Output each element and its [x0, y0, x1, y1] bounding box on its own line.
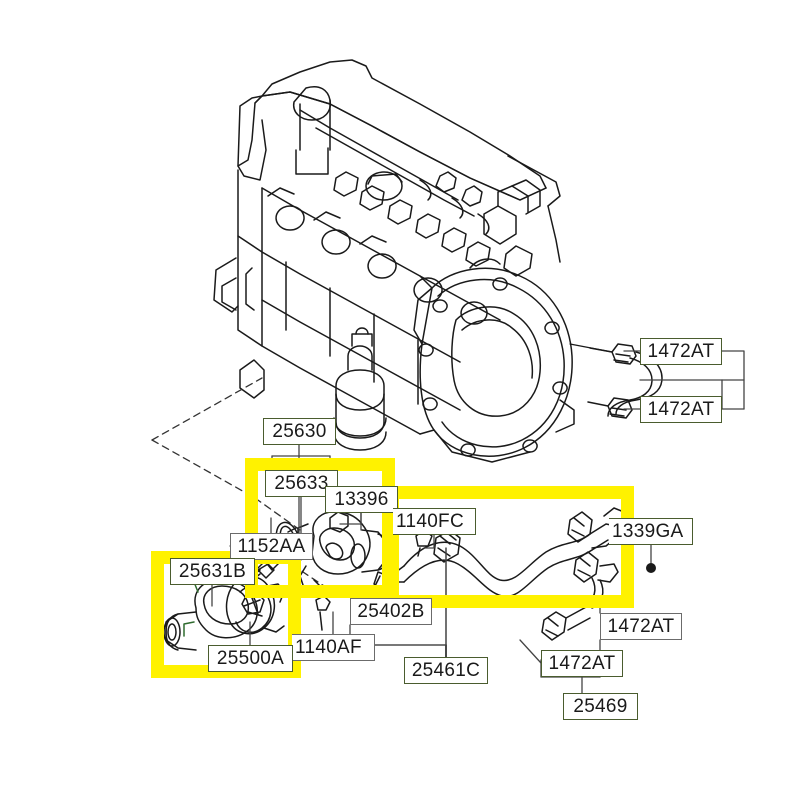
- highlight-coolant-hose: [386, 486, 634, 608]
- part-label-25633[interactable]: 25633: [265, 470, 338, 497]
- part-label-25500a[interactable]: 25500A: [208, 645, 293, 672]
- part-label-1472at-lower-b[interactable]: 1472AT: [541, 650, 623, 677]
- engine-block-drawing: [213, 59, 575, 463]
- part-label-25402b[interactable]: 25402B: [350, 598, 432, 625]
- part-label-25461c[interactable]: 25461C: [404, 657, 488, 684]
- part-label-1152aa[interactable]: 1152AA: [230, 533, 313, 560]
- part-label-25469[interactable]: 25469: [563, 693, 638, 720]
- upper-radiator-hose: [569, 343, 663, 419]
- part-label-1472at-lower-a[interactable]: 1472AT: [600, 613, 682, 640]
- part-label-1339ga[interactable]: 1339GA: [609, 518, 693, 545]
- part-label-25631b[interactable]: 25631B: [170, 558, 255, 585]
- part-label-1472at-upper-b[interactable]: 1472AT: [640, 396, 722, 423]
- part-label-1472at-upper-a[interactable]: 1472AT: [640, 338, 722, 365]
- part-label-1140fc[interactable]: 1140FC: [393, 508, 476, 535]
- part-label-13396[interactable]: 13396: [325, 486, 398, 513]
- part-label-1140af[interactable]: 1140AF: [292, 634, 375, 661]
- bolt-1140af: [315, 595, 331, 631]
- part-label-25630[interactable]: 25630: [263, 418, 336, 445]
